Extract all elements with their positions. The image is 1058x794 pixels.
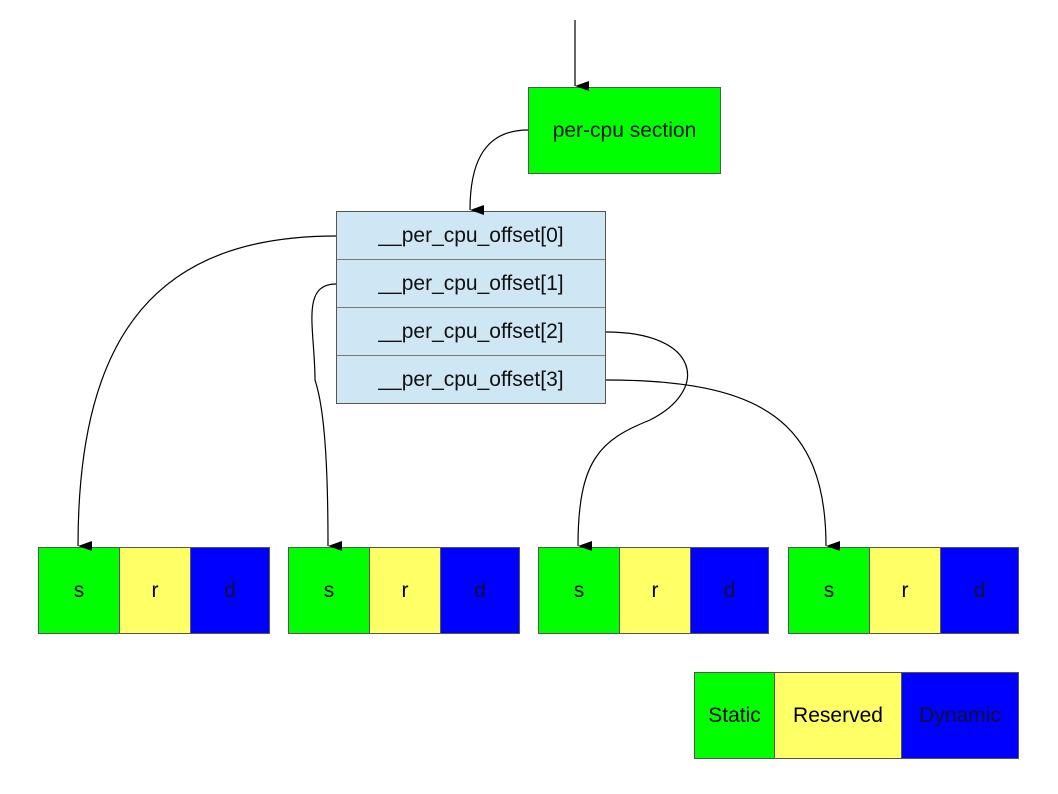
chunk-dynamic-cell: d [940,548,1018,633]
legend-static: Static [695,673,774,758]
offset-0-to-chunk-0-arrow [77,235,337,552]
chunk-reserved-cell: r [119,548,190,633]
offset-label: __per_cpu_offset[0] [378,223,564,247]
offset-row-1: __per_cpu_offset[1] [337,260,605,308]
offset-row-3: __per_cpu_offset[3] [337,356,605,404]
chunk-reserved-cell: r [619,548,690,633]
chunk-reserved-cell: r [369,548,440,633]
chunk-dynamic-cell: d [190,548,269,633]
chunk-static-cell: s [289,548,369,633]
offset-label: __per_cpu_offset[1] [378,271,564,295]
chunk-cpu-0: s r d [38,547,270,634]
legend: Static Reserved Dynamic [694,672,1019,759]
chunk-cpu-2: s r d [538,547,769,634]
offset-label: __per_cpu_offset[3] [378,368,564,391]
chunk-static-cell: s [539,548,619,633]
per-cpu-section-label: per-cpu section [552,118,697,142]
offset-1-to-chunk-1-arrow [311,283,343,551]
per-cpu-section-box: per-cpu section [528,87,721,174]
chunk-cpu-3: s r d [788,547,1019,634]
legend-reserved: Reserved [774,673,901,758]
chunk-dynamic-cell: d [690,548,768,633]
offset-label: __per_cpu_offset[2] [378,319,564,343]
chunk-reserved-cell: r [869,548,940,633]
per-cpu-offset-table: __per_cpu_offset[0] __per_cpu_offset[1] … [336,211,606,404]
chunk-static-cell: s [789,548,869,633]
chunk-cpu-1: s r d [288,547,520,634]
chunk-static-cell: s [39,548,119,633]
offset-row-0: __per_cpu_offset[0] [337,212,605,260]
chunk-dynamic-cell: d [440,548,519,633]
section-to-offsets-arrow [469,129,529,216]
legend-dynamic: Dynamic [901,673,1018,758]
offset-3-to-chunk-3-arrow [605,379,841,551]
offset-row-2: __per_cpu_offset[2] [337,308,605,356]
